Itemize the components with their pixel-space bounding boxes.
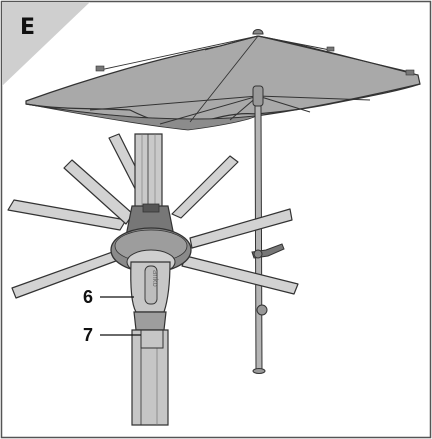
callout-6-label: 6 bbox=[83, 287, 93, 307]
step-letter: E bbox=[20, 15, 35, 40]
brand-mark: anko bbox=[151, 270, 159, 287]
callout-7-label: 7 bbox=[83, 325, 93, 345]
umbrella-ribs bbox=[89, 95, 371, 125]
closeup-upper-pole bbox=[134, 133, 163, 216]
callout-6: 6 bbox=[83, 287, 134, 307]
runner-housing: anko bbox=[130, 261, 171, 313]
callout-7: 7 bbox=[83, 325, 141, 345]
closeup-lower-pole bbox=[131, 311, 169, 426]
step-badge bbox=[2, 2, 90, 86]
